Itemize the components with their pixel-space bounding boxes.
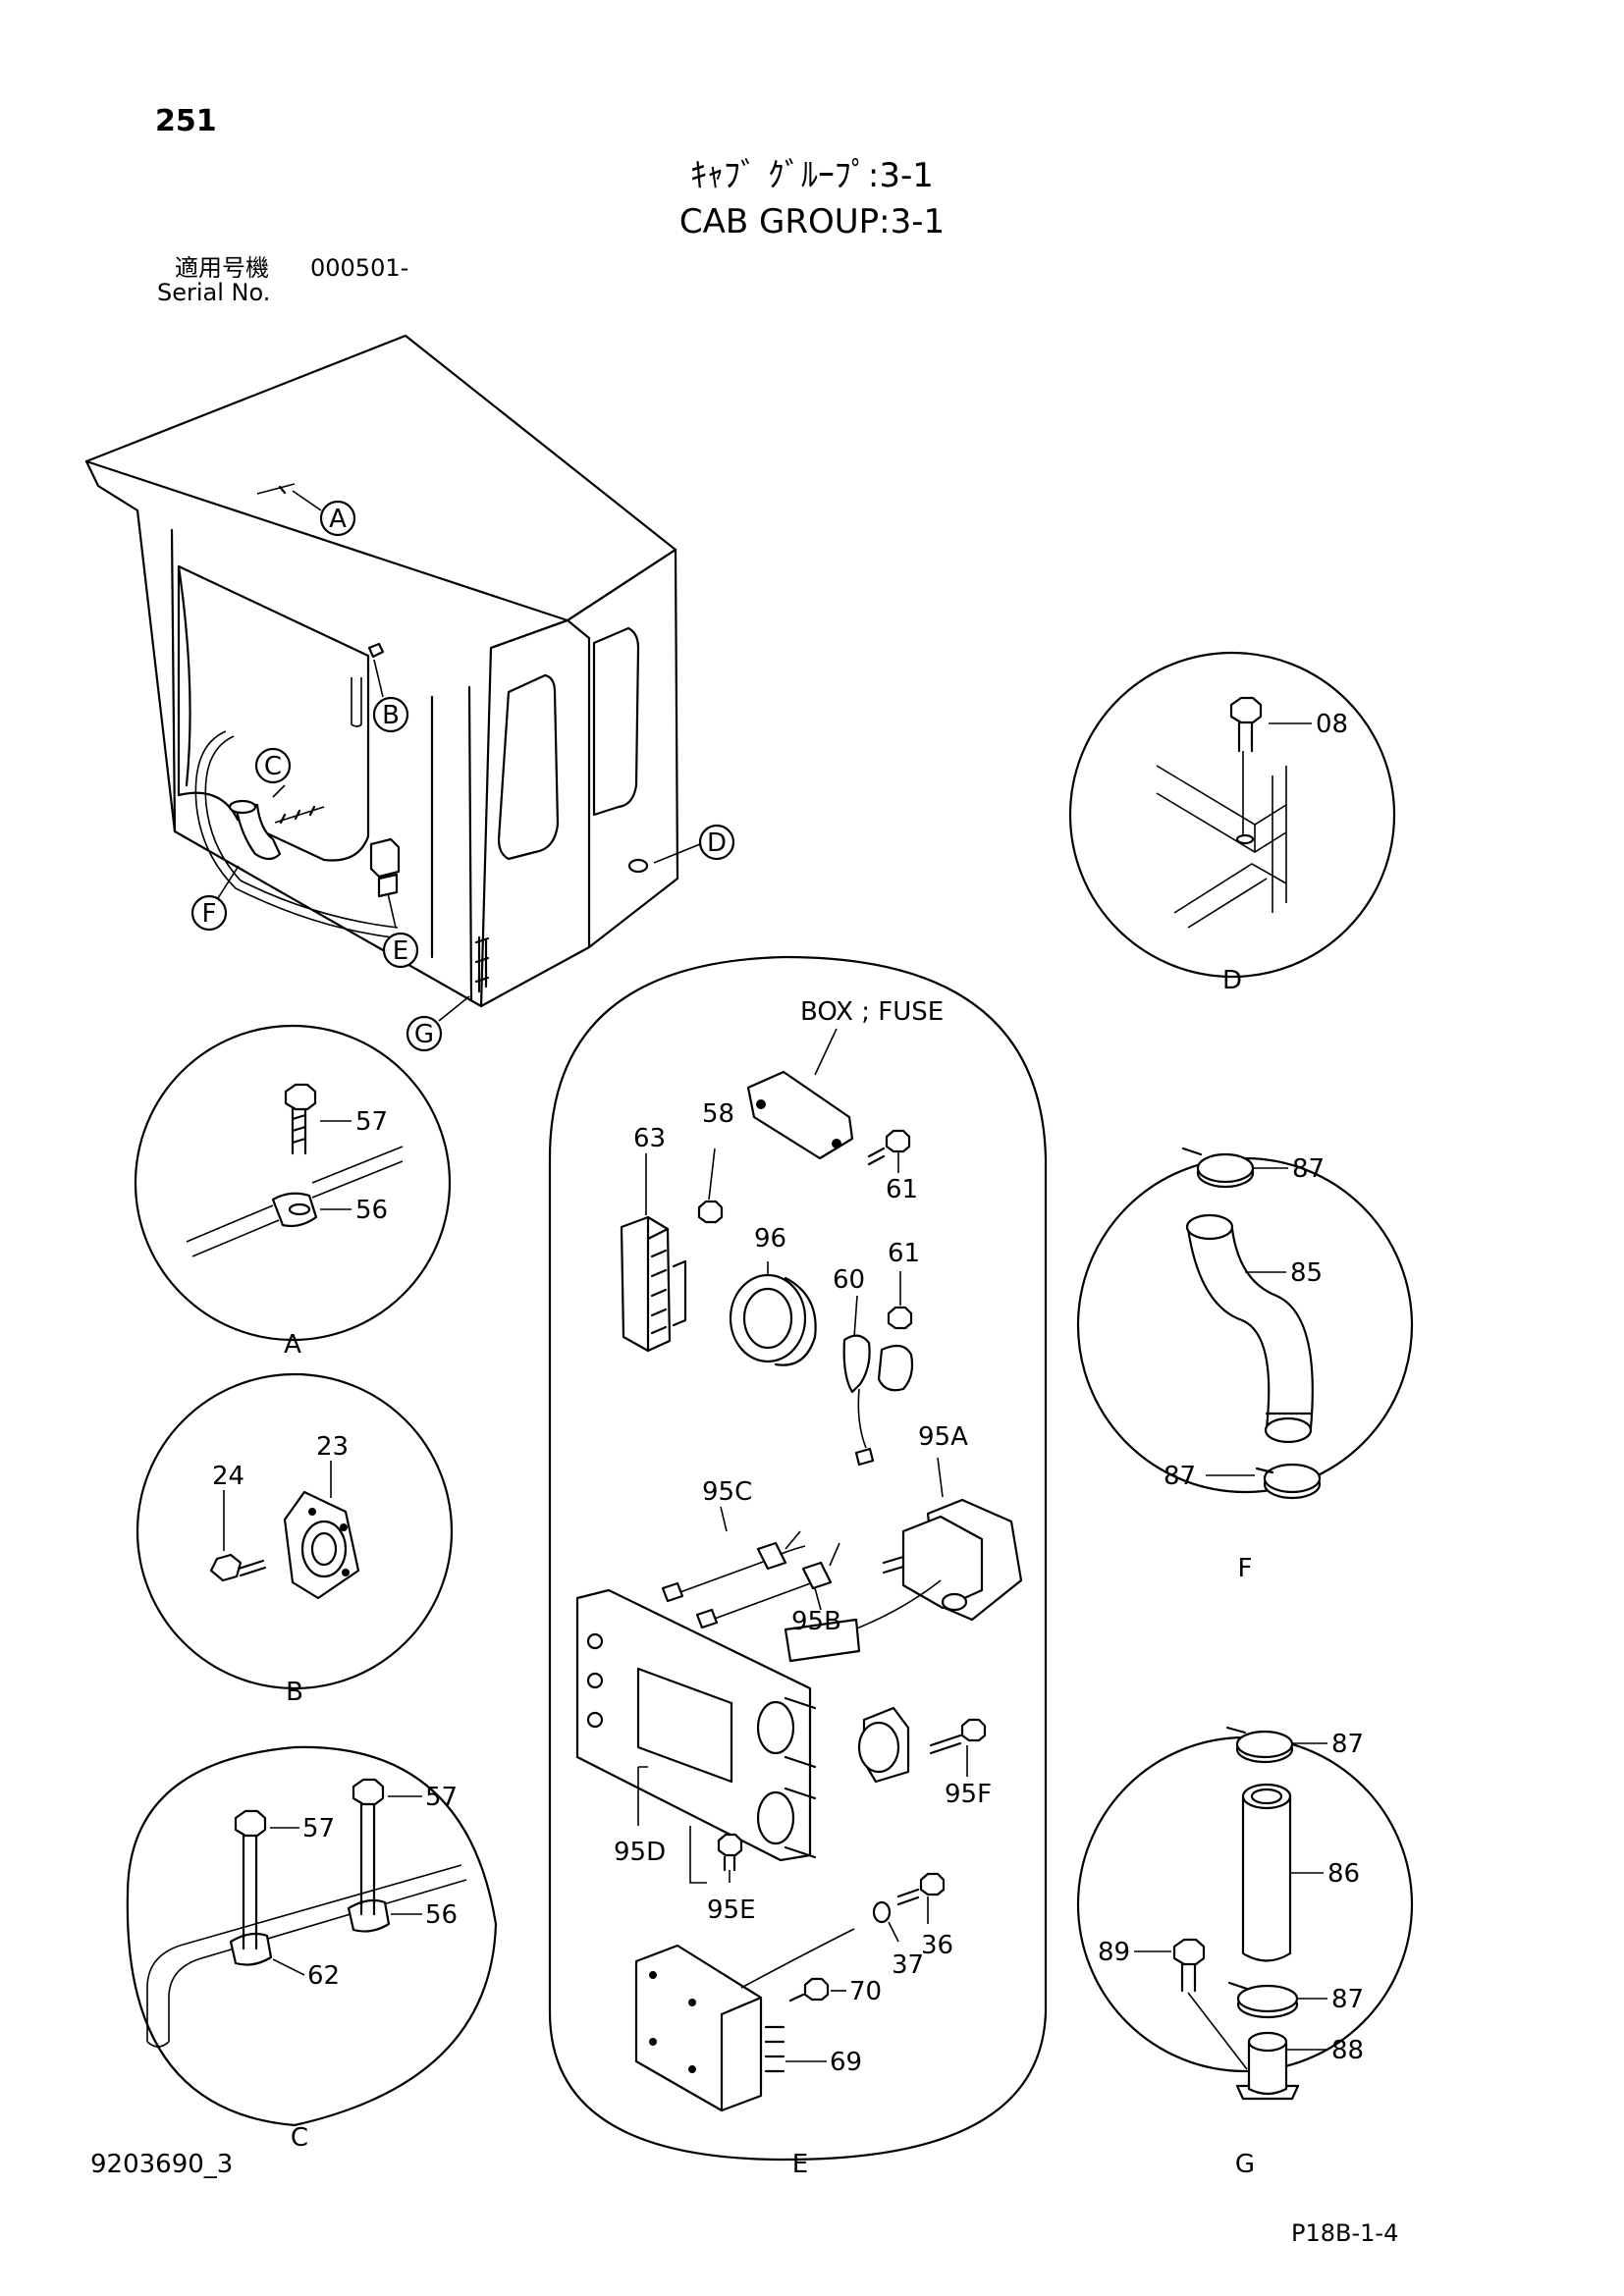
detail-B-part-24: 24 bbox=[212, 1462, 244, 1491]
svg-text:E: E bbox=[393, 936, 408, 966]
svg-text:D: D bbox=[707, 828, 727, 858]
cab-drawing bbox=[84, 334, 701, 1022]
cab-marker-F: F bbox=[190, 894, 228, 932]
detail-C-part-57a: 57 bbox=[302, 1814, 335, 1843]
serial-label-jp: 適用号機 bbox=[175, 254, 269, 282]
detail-A-caption: A bbox=[284, 1330, 301, 1360]
svg-text:A: A bbox=[329, 505, 347, 534]
detail-E-part-95C: 95C bbox=[702, 1477, 752, 1507]
detail-G-caption: G bbox=[1235, 2150, 1255, 2179]
detail-F-part-85: 85 bbox=[1290, 1258, 1323, 1288]
detail-G-part-87b: 87 bbox=[1331, 1985, 1364, 2014]
detail-D-caption: D bbox=[1222, 966, 1242, 995]
detail-C: 57 57 56 62 C bbox=[126, 1745, 498, 2153]
detail-E-box-label: BOX ; FUSE bbox=[800, 997, 944, 1027]
detail-D-part-08: 08 bbox=[1316, 710, 1348, 739]
detail-E-part-95A: 95A bbox=[918, 1422, 968, 1452]
detail-E-part-58: 58 bbox=[702, 1099, 734, 1129]
detail-C-part-56: 56 bbox=[425, 1900, 458, 1930]
detail-G: 87 86 87 88 89 G bbox=[1076, 1726, 1414, 2179]
svg-text:G: G bbox=[414, 1020, 434, 1049]
detail-A-part-56: 56 bbox=[355, 1196, 388, 1225]
title-en: CAB GROUP:3-1 bbox=[679, 202, 945, 241]
cab-marker-E: E bbox=[382, 932, 419, 969]
detail-B-caption: B bbox=[286, 1678, 303, 1707]
detail-E-caption: E bbox=[792, 2150, 808, 2179]
page-code: P18B-1-4 bbox=[1291, 2219, 1398, 2247]
detail-G-part-88: 88 bbox=[1331, 2036, 1364, 2065]
detail-B-part-23: 23 bbox=[316, 1432, 349, 1462]
detail-E-part-60: 60 bbox=[833, 1265, 865, 1295]
detail-G-part-87a: 87 bbox=[1331, 1730, 1364, 1759]
detail-A-part-57: 57 bbox=[355, 1107, 388, 1137]
svg-text:B: B bbox=[382, 701, 400, 730]
cab-marker-A: A bbox=[319, 500, 356, 537]
detail-E-part-61a: 61 bbox=[886, 1175, 918, 1204]
detail-E-part-70: 70 bbox=[849, 1977, 882, 2006]
cab-marker-B: B bbox=[372, 696, 409, 733]
detail-G-part-86: 86 bbox=[1327, 1859, 1360, 1889]
svg-text:C: C bbox=[264, 752, 282, 781]
serial-label-en: Serial No. bbox=[157, 279, 270, 306]
detail-E-part-95B: 95B bbox=[791, 1607, 841, 1636]
detail-E-part-63: 63 bbox=[633, 1124, 666, 1153]
drawing-number: 9203690_3 bbox=[90, 2150, 233, 2179]
svg-text:F: F bbox=[202, 899, 217, 929]
detail-E-part-96: 96 bbox=[754, 1224, 786, 1254]
detail-E-part-95E: 95E bbox=[707, 1896, 756, 1925]
detail-E: BOX ; FUSE 61 63 58 96 60 61 bbox=[548, 955, 1048, 2179]
detail-C-part-62: 62 bbox=[307, 1961, 340, 1991]
detail-C-caption: C bbox=[291, 2123, 308, 2153]
serial-value: 000501- bbox=[310, 254, 408, 282]
detail-E-part-37: 37 bbox=[892, 1950, 924, 1980]
detail-E-part-95D: 95D bbox=[614, 1838, 666, 1867]
cab-marker-C: C bbox=[254, 747, 292, 784]
detail-D: 08 D bbox=[1068, 651, 1396, 995]
detail-F: 87 85 87 F bbox=[1076, 1147, 1414, 1583]
detail-C-part-57b: 57 bbox=[425, 1783, 458, 1812]
detail-B: 24 23 B bbox=[135, 1372, 454, 1707]
cab-marker-G: G bbox=[406, 1015, 443, 1052]
detail-F-part-87a: 87 bbox=[1292, 1154, 1325, 1184]
title-jp: ｷｬﾌﾞ ｸﾞﾙｰﾌﾟ:3-1 bbox=[690, 156, 934, 195]
detail-F-part-87b: 87 bbox=[1164, 1462, 1196, 1491]
detail-E-part-36: 36 bbox=[921, 1931, 953, 1960]
detail-A: 57 56 A bbox=[134, 1024, 452, 1360]
cab-marker-D: D bbox=[698, 824, 735, 861]
detail-E-part-95F: 95F bbox=[945, 1780, 992, 1809]
detail-E-part-61b: 61 bbox=[888, 1239, 920, 1268]
detail-F-caption: F bbox=[1238, 1554, 1253, 1583]
page-number: 251 bbox=[155, 104, 217, 138]
detail-E-part-69: 69 bbox=[830, 2048, 862, 2077]
detail-G-part-89: 89 bbox=[1098, 1938, 1130, 1967]
